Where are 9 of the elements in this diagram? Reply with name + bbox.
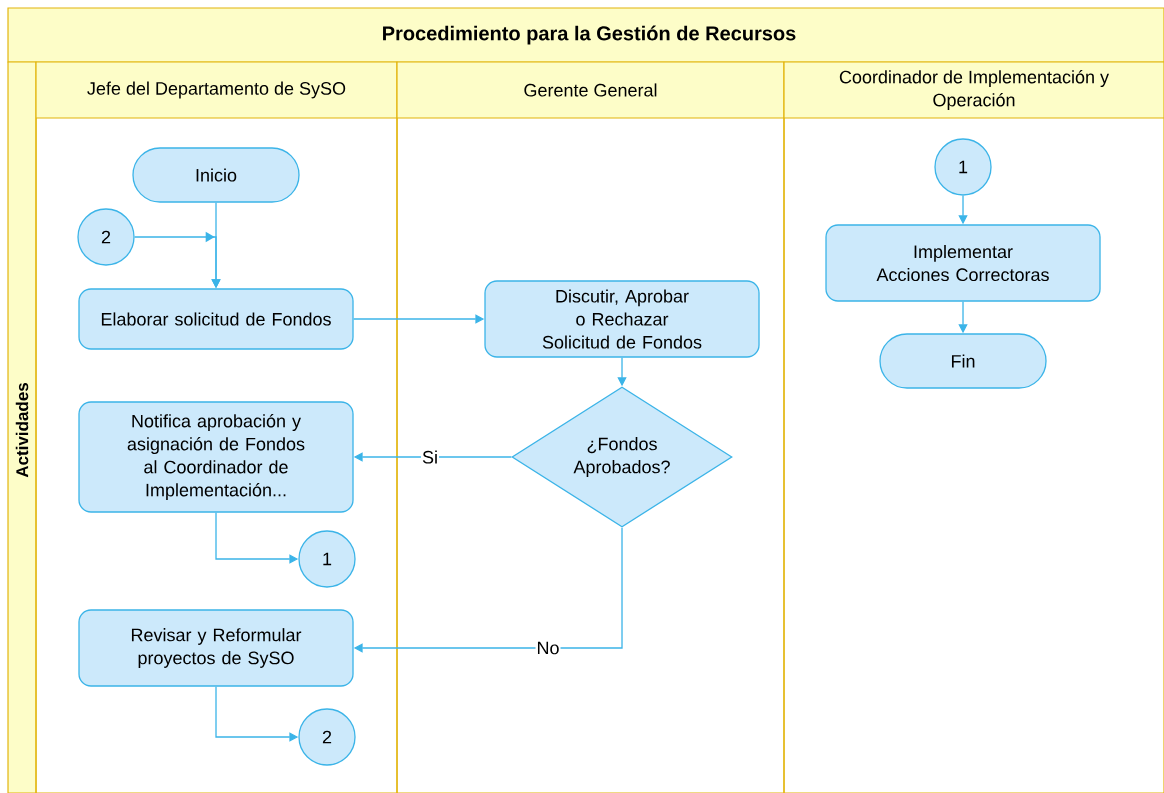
process-box: Revisar y Reformular proyectos de SySO <box>78 609 354 687</box>
edge-label: Si <box>421 449 439 465</box>
terminal-box: Fin <box>879 333 1047 389</box>
process-box: Elaborar solicitud de Fondos <box>78 288 354 350</box>
process-box: Notifica aprobación y asignación de Fondos al Coordinador de Implementación... <box>78 401 354 513</box>
process-box: Discutir, Aprobar o Rechazar Solicitud de Fondos <box>484 280 760 358</box>
process-box: Implementar Acciones Correctoras <box>825 224 1101 302</box>
side-band: Actividades <box>7 61 37 793</box>
terminal-box: Inicio <box>132 147 300 203</box>
